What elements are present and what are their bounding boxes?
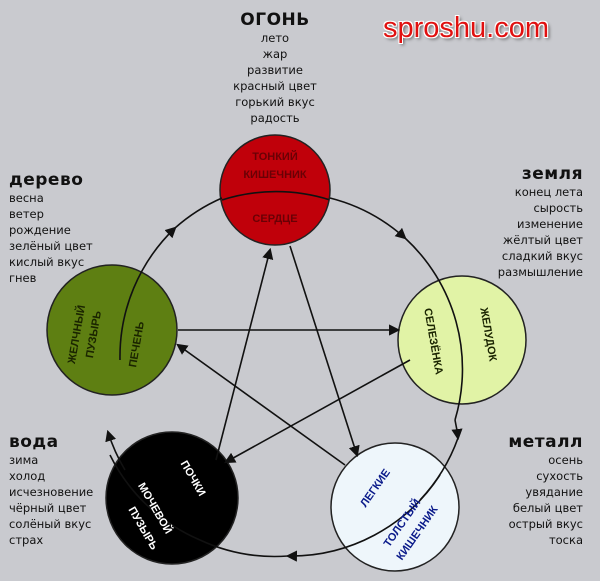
metal-label: металл осень сухость увядание белый цвет… xyxy=(508,432,583,548)
water-prop: исчезновение xyxy=(9,485,94,499)
arrow-water-to-fire xyxy=(215,247,274,461)
organ-label: КИШЕЧНИК xyxy=(243,169,307,181)
watermark: sproshu.com xyxy=(383,12,550,44)
earth-prop: конец лета xyxy=(514,185,583,199)
water-prop: страх xyxy=(9,533,44,547)
organ-label: СЕРДЦЕ xyxy=(252,213,297,225)
metal-prop: белый цвет xyxy=(512,501,583,515)
fire-prop: красный цвет xyxy=(233,79,317,93)
fire-prop: радость xyxy=(250,111,300,125)
wood-prop: зелёный цвет xyxy=(9,239,93,253)
wood-prop: рождение xyxy=(9,223,71,237)
arc-wood-to-fire xyxy=(119,226,177,361)
earth-prop: изменение xyxy=(516,217,583,231)
earth-title: земля xyxy=(521,164,583,184)
fire-prop: развитие xyxy=(247,63,303,77)
arrow-earth-to-water xyxy=(224,359,411,464)
wood-prop: гнев xyxy=(9,271,37,285)
fire-title: ОГОНЬ xyxy=(240,10,310,30)
metal-prop: увядание xyxy=(525,485,583,499)
wood-label: дерево весна ветер рождение зелёный цвет… xyxy=(9,170,93,286)
generating-cycle xyxy=(105,197,464,562)
metal-prop: тоска xyxy=(548,533,583,547)
water-circle xyxy=(105,431,239,565)
metal-prop: осень xyxy=(548,453,583,467)
arrow-metal-to-wood xyxy=(176,343,346,466)
wood-prop: кислый вкус xyxy=(9,255,85,269)
metal-prop: острый вкус xyxy=(508,517,583,531)
arc-metal-to-water xyxy=(285,474,441,562)
water-label: вода зима холод исчезновение чёрный цвет… xyxy=(9,432,93,548)
arc-earth-to-metal xyxy=(451,419,463,441)
earth-prop: сырость xyxy=(533,201,583,215)
water-prop: зима xyxy=(9,453,39,467)
fire-prop: жар xyxy=(262,47,288,61)
water-prop: холод xyxy=(9,469,46,483)
organ-label: ТОНКИЙ xyxy=(252,150,298,163)
fire-prop: горький вкус xyxy=(235,95,315,109)
wood-prop: ветер xyxy=(9,207,44,221)
earth-label: земля конец лета сырость изменение жёлты… xyxy=(498,164,583,280)
water-prop: чёрный цвет xyxy=(9,501,87,515)
fire-label: ОГОНЬ лето жар развитие красный цвет гор… xyxy=(222,10,328,126)
metal-prop: сухость xyxy=(536,469,583,483)
fire-prop: лето xyxy=(260,31,290,45)
water-title: вода xyxy=(9,432,59,452)
fire-organs: ТОНКИЙ КИШЕЧНИК СЕРДЦЕ xyxy=(243,150,307,225)
earth-circle xyxy=(397,275,527,405)
wood-prop: весна xyxy=(9,191,44,205)
earth-prop: сладкий вкус xyxy=(501,249,583,263)
metal-title: металл xyxy=(508,432,583,452)
wood-title: дерево xyxy=(9,170,84,190)
water-prop: солёный вкус xyxy=(9,517,92,531)
arc-fire-to-earth xyxy=(329,197,407,240)
arrow-fire-to-metal xyxy=(289,245,360,458)
controlling-cycle xyxy=(176,245,411,466)
wood-circle xyxy=(46,264,178,396)
earth-prop: размышление xyxy=(497,265,583,279)
earth-prop: жёлтый цвет xyxy=(502,233,583,247)
arc-water-to-wood xyxy=(109,454,201,541)
fire-circle xyxy=(219,134,331,246)
metal-circle xyxy=(330,442,460,572)
